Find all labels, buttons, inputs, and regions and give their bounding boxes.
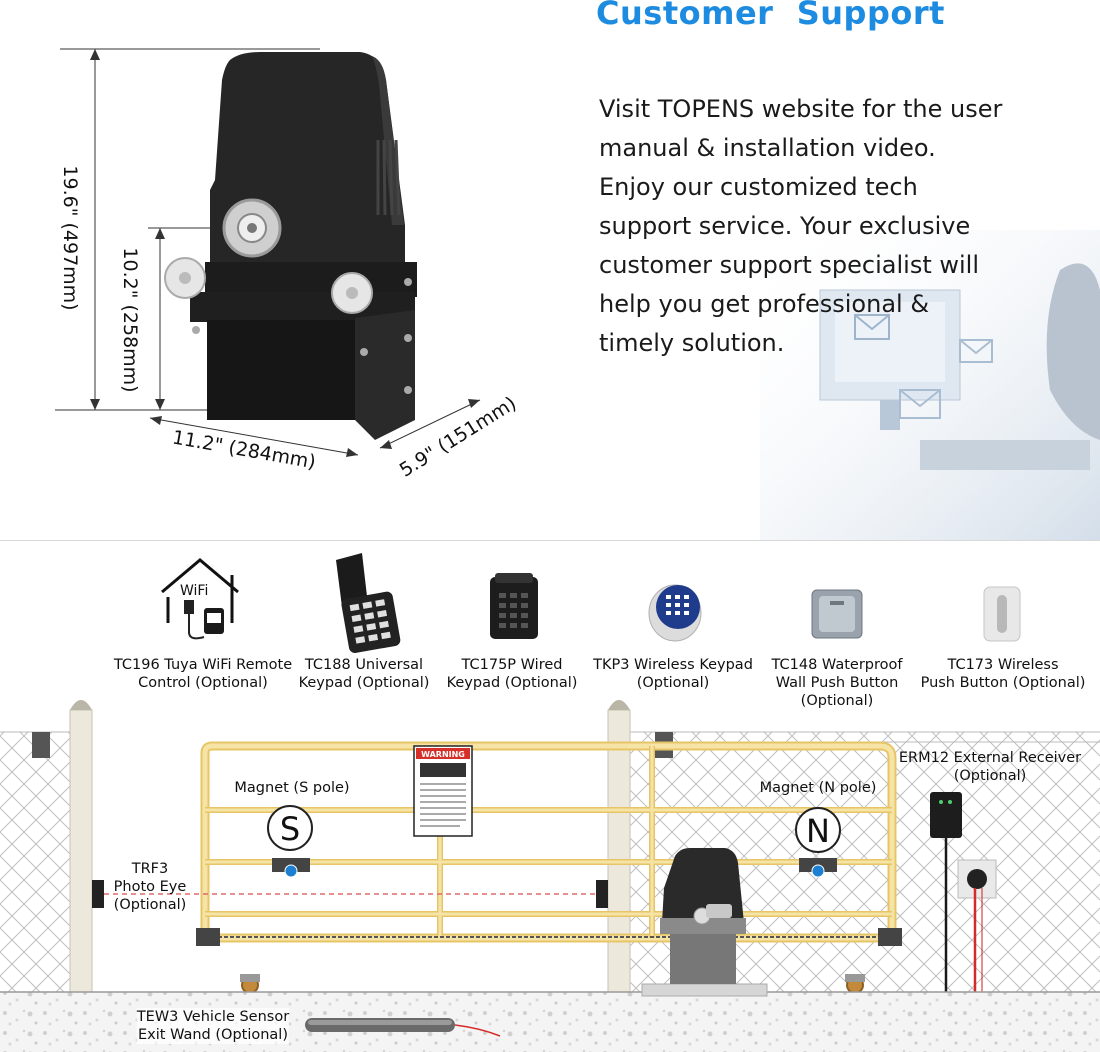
- accessory-label-tc196: TC196 Tuya WiFi Remote Control (Optional…: [114, 656, 292, 692]
- concrete-pad: [641, 983, 768, 997]
- accessory-label-tc175p: TC175P Wired Keypad (Optional): [447, 656, 578, 692]
- accessory-label-line: TC188 Universal: [304, 657, 424, 673]
- label-external-receiver: ERM12 External Receiver (Optional): [899, 749, 1081, 785]
- keypad-universal-icon: [336, 553, 401, 653]
- section-divider: [0, 540, 1100, 541]
- label-photo-eye: TRF3 Photo Eye (Optional): [114, 860, 187, 914]
- installation-diagram: WARNING S N: [0, 700, 1100, 1052]
- svg-text:WARNING: WARNING: [421, 750, 465, 759]
- label-line: Exit Wand (Optional): [138, 1027, 288, 1043]
- support-paragraph: Visit TOPENS website for the user manual…: [599, 90, 1039, 363]
- label-line: TRF3: [131, 861, 169, 877]
- accessory-label-line: Wall Push Button: [775, 675, 899, 691]
- support-line: Enjoy our customized tech: [599, 173, 918, 201]
- mail-icon: [899, 389, 941, 419]
- gate-opener-motor-image: [55, 48, 481, 457]
- accessory-label-line: Keypad (Optional): [298, 675, 430, 691]
- office-background-image: [760, 230, 1100, 540]
- support-line: support service. Your exclusive: [599, 212, 971, 240]
- mail-icon: [854, 314, 890, 340]
- mail-icon: [959, 339, 993, 363]
- wall-push-button-icon: [811, 589, 863, 639]
- svg-text:N: N: [806, 812, 830, 850]
- label-line: Photo Eye: [113, 879, 187, 895]
- photo-eye-left: [92, 880, 104, 908]
- photo-eye-right: [596, 880, 608, 908]
- external-receiver: [930, 792, 962, 838]
- accessory-label-line: Control (Optional): [138, 675, 268, 691]
- label-magnet-n: Magnet (N pole): [759, 780, 877, 796]
- accessory-label-tc173: TC173 Wireless Push Button (Optional): [921, 656, 1086, 692]
- support-line: help you get professional &: [599, 290, 930, 318]
- magnet-s-badge: S: [267, 805, 313, 851]
- accessory-label-line: (Optional): [800, 693, 874, 709]
- accessory-label-tc148: TC148 Waterproof Wall Push Button (Optio…: [772, 656, 903, 710]
- support-line: customer support specialist will: [599, 251, 980, 279]
- accessory-label-line: TC148 Waterproof: [771, 657, 903, 673]
- magnet-n-block: [799, 858, 837, 878]
- warning-sign: WARNING: [413, 745, 473, 837]
- accessory-label-line: TC196 Tuya WiFi Remote: [113, 657, 293, 673]
- keypad-wired-icon: [490, 573, 538, 639]
- accessory-label-tc188: TC188 Universal Keypad (Optional): [299, 656, 430, 692]
- accessory-images: WiFi: [161, 553, 1021, 653]
- accessory-label-line: TC173 Wireless: [947, 657, 1059, 673]
- wall-outlet: [957, 859, 997, 899]
- accessory-label-line: TKP3 Wireless Keypad: [593, 657, 753, 673]
- dimension-height-total: 19.6" (497mm): [59, 165, 81, 311]
- support-line: timely solution.: [599, 329, 785, 357]
- top-section: Customer Support Visit TOPENS website fo…: [55, 0, 1100, 540]
- accessory-label-line: Keypad (Optional): [446, 675, 578, 691]
- label-line: ERM12 External Receiver: [898, 750, 1082, 766]
- magnet-s-block: [272, 858, 310, 878]
- fence-mesh-left: [0, 732, 75, 992]
- gate-motor: [660, 848, 746, 984]
- accessory-label-line: (Optional): [636, 675, 710, 691]
- wireless-push-button-icon: [983, 586, 1021, 642]
- support-line: Visit TOPENS website for the user: [599, 95, 1003, 123]
- wifi-house-icon: WiFi: [161, 558, 239, 640]
- rack-bracket: [196, 928, 902, 946]
- label-line: (Optional): [113, 897, 187, 913]
- magnet-n-badge: N: [795, 807, 841, 853]
- fence-post-right: [607, 700, 631, 995]
- dimension-height-gear: 10.2" (258mm): [119, 247, 141, 393]
- label-magnet-s: Magnet (S pole): [234, 780, 350, 796]
- label-line: (Optional): [953, 768, 1027, 784]
- support-line: manual & installation video.: [599, 134, 936, 162]
- accessory-label-tkp3: TKP3 Wireless Keypad (Optional): [593, 656, 753, 692]
- svg-text:S: S: [280, 810, 300, 848]
- support-title: Customer Support: [596, 0, 945, 32]
- svg-text:WiFi: WiFi: [180, 583, 208, 599]
- label-line: TEW3 Vehicle Sensor: [136, 1009, 290, 1025]
- fence-post-left: [69, 700, 93, 995]
- bracket-left: [32, 732, 50, 758]
- exit-wand: [305, 1018, 501, 1037]
- accessory-label-line: Push Button (Optional): [920, 675, 1086, 691]
- keypad-wireless-icon: [648, 584, 702, 642]
- label-exit-wand: TEW3 Vehicle Sensor Exit Wand (Optional): [136, 1008, 290, 1044]
- accessory-label-line: TC175P Wired: [461, 657, 563, 673]
